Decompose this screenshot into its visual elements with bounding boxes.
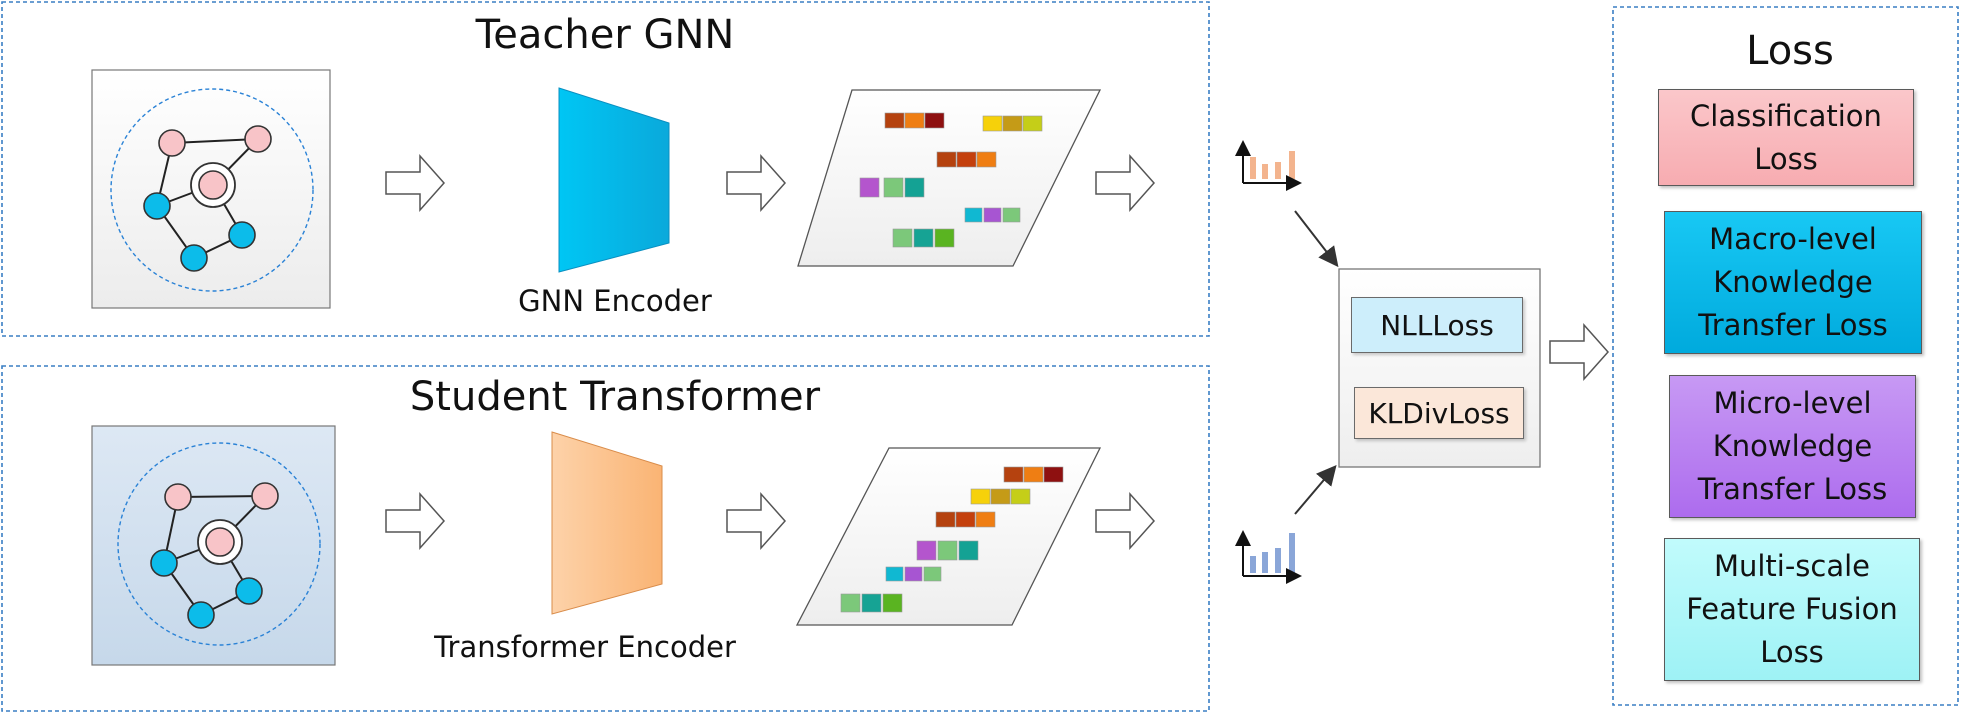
student-arrow-3 bbox=[1095, 492, 1156, 550]
fusion-to-loss-arrow bbox=[1549, 323, 1610, 381]
nll-loss-box: NLLLoss bbox=[1351, 297, 1523, 353]
macro-level-loss-box: Macro-level Knowledge Transfer Loss bbox=[1664, 211, 1922, 354]
student-arrow-1 bbox=[385, 492, 446, 550]
student-graph-card bbox=[91, 425, 336, 666]
gnn-encoder-label: GNN Encoder bbox=[518, 284, 712, 318]
multi-scale-loss-box: Multi-scale Feature Fusion Loss bbox=[1664, 538, 1920, 681]
teacher-arrow-2 bbox=[726, 154, 787, 212]
teacher-bar-chart-icon bbox=[1235, 140, 1302, 191]
teacher-graph-card bbox=[91, 69, 331, 309]
micro-level-loss-box: Micro-level Knowledge Transfer Loss bbox=[1669, 375, 1916, 518]
loss-title: Loss bbox=[1746, 28, 1834, 74]
teacher-title: Teacher GNN bbox=[475, 12, 735, 58]
teacher-arrow-3 bbox=[1095, 154, 1156, 212]
student-bar-chart-icon bbox=[1235, 530, 1302, 584]
teacher-feature-map bbox=[797, 89, 1102, 267]
transformer-encoder-shape bbox=[551, 431, 663, 615]
teacher-to-fusion-arrow bbox=[1294, 210, 1339, 268]
kldiv-loss-box: KLDivLoss bbox=[1354, 387, 1524, 439]
student-feature-squares bbox=[840, 466, 1064, 613]
transformer-encoder-label: Transformer Encoder bbox=[434, 630, 736, 664]
teacher-feature-squares bbox=[859, 112, 1043, 248]
student-title: Student Transformer bbox=[409, 374, 821, 420]
student-to-fusion-arrow bbox=[1294, 464, 1337, 515]
gnn-encoder-shape bbox=[558, 87, 670, 273]
student-arrow-2 bbox=[726, 492, 787, 550]
classification-loss-box: Classification Loss bbox=[1658, 89, 1914, 186]
teacher-arrow-1 bbox=[385, 154, 446, 212]
